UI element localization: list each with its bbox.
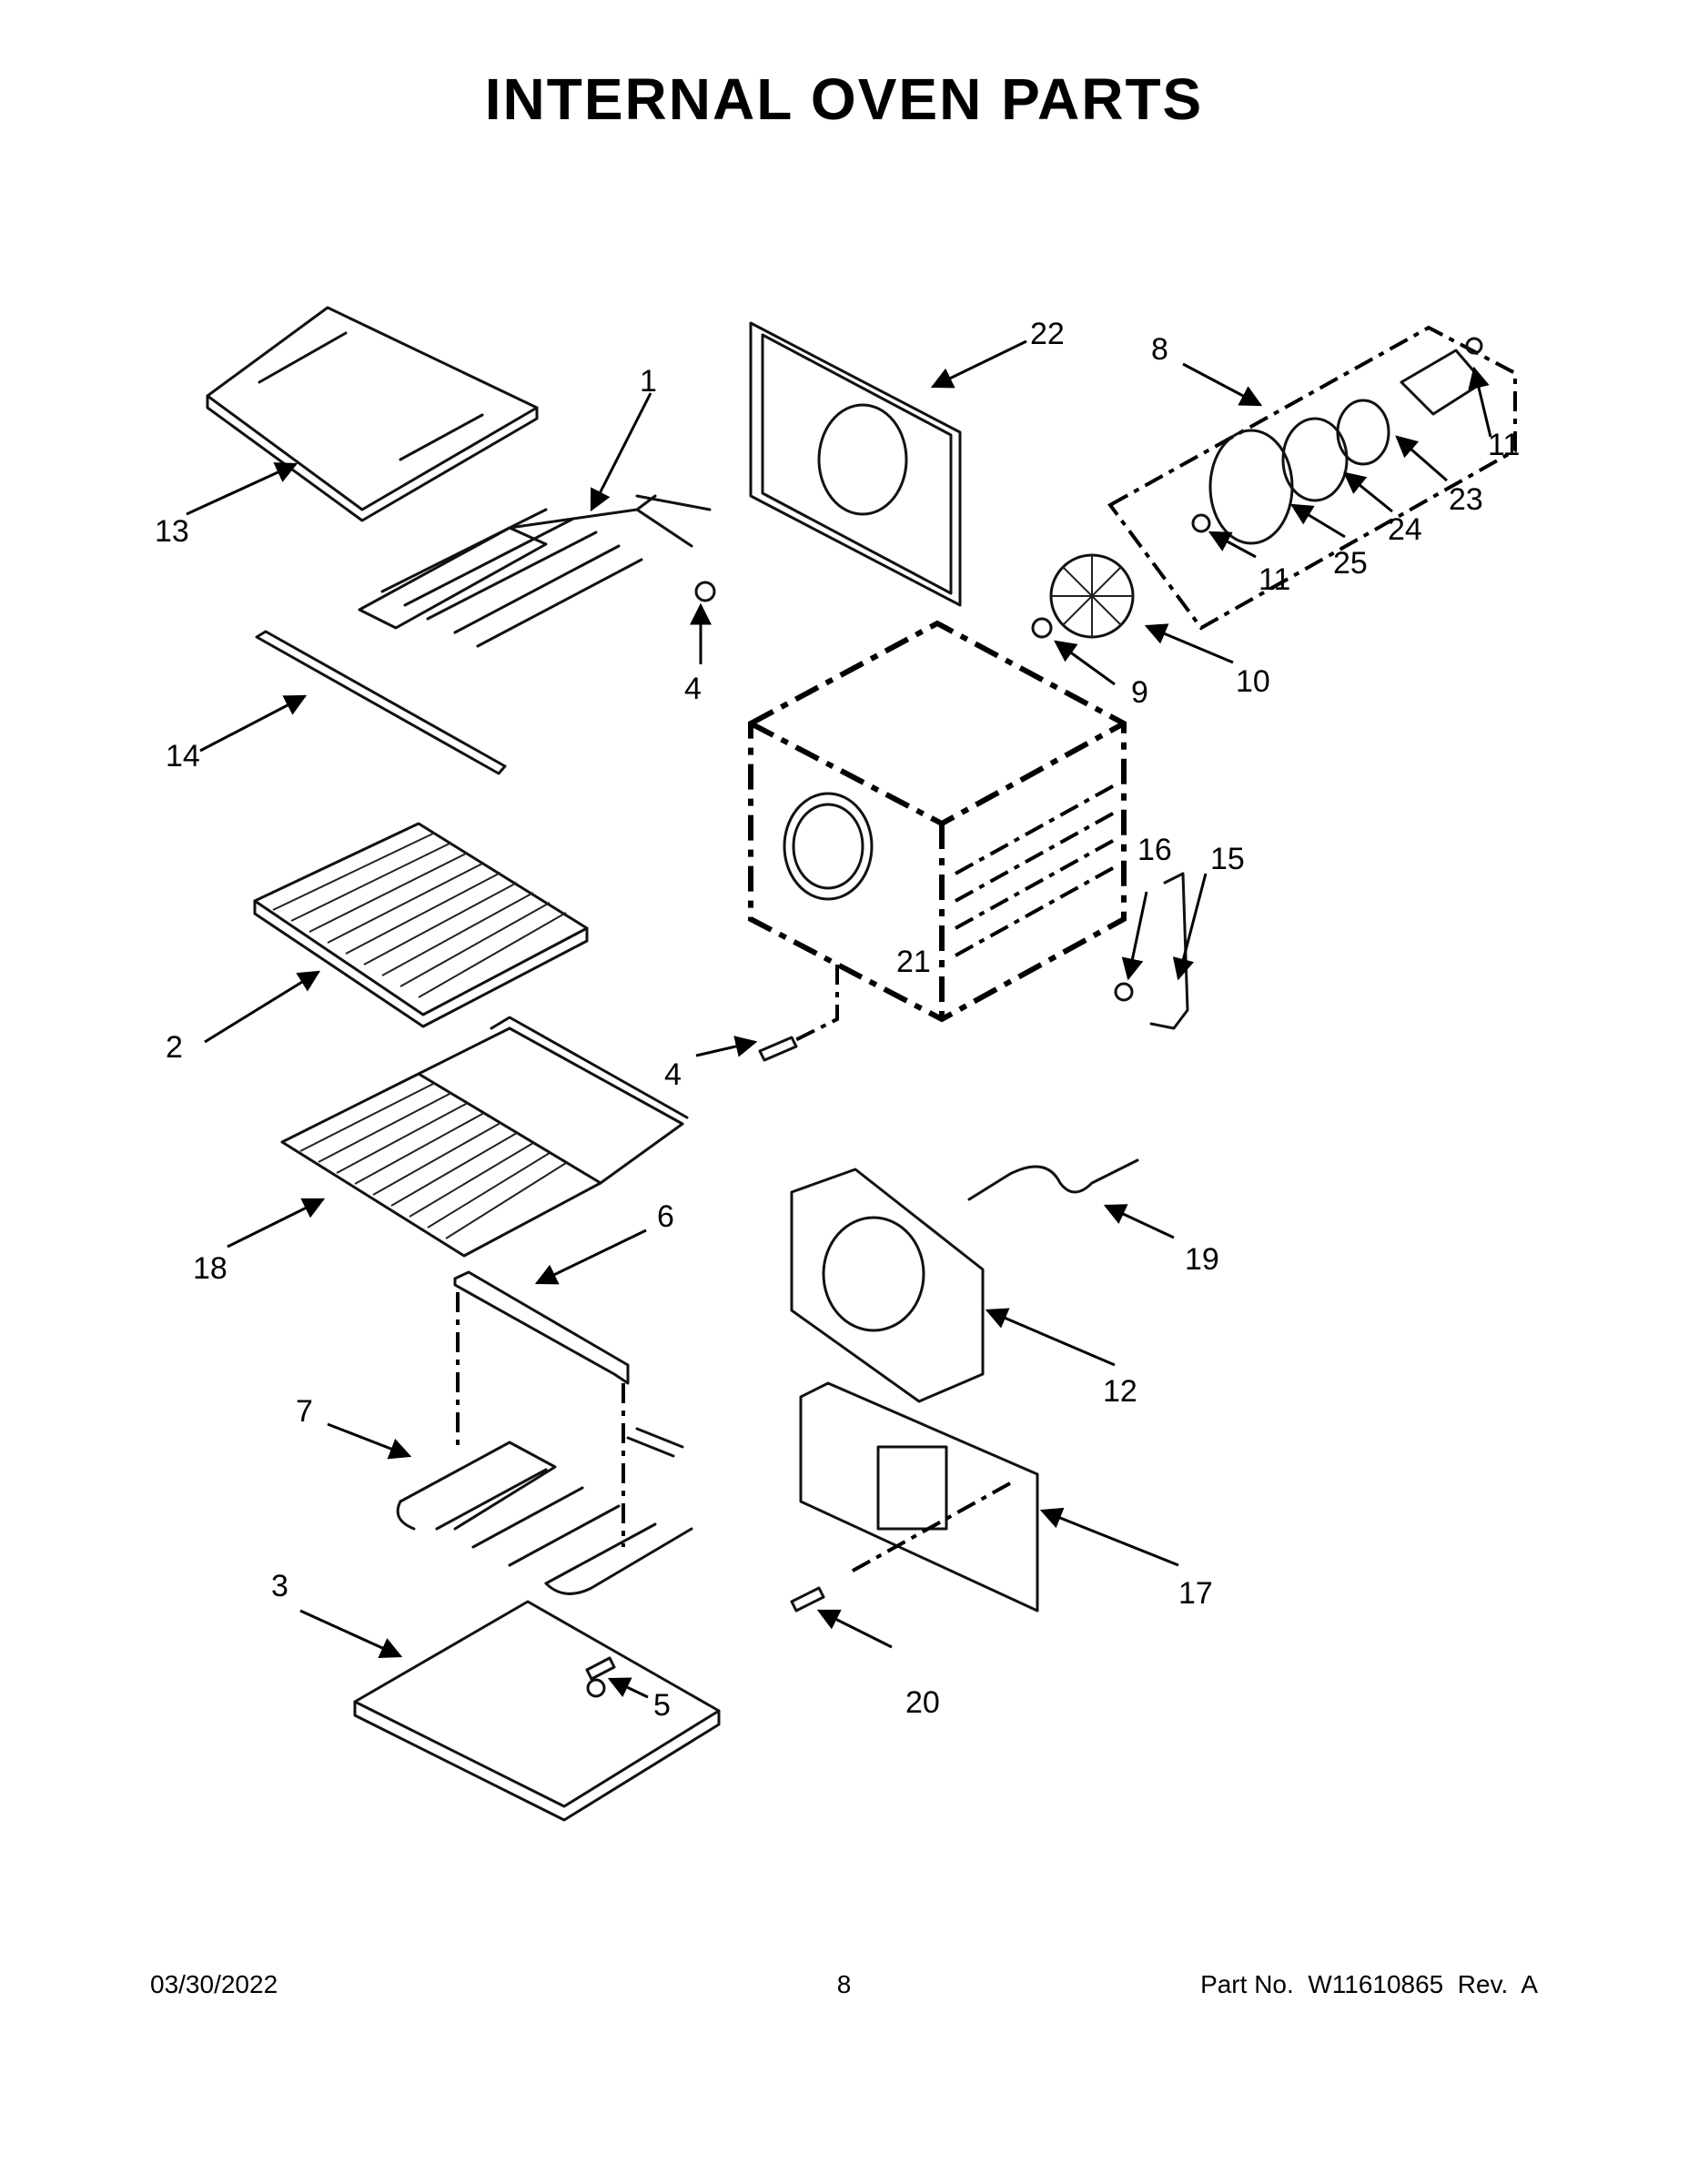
callout-18: 18 <box>193 1251 227 1286</box>
footer-page-number: 8 <box>836 1970 852 1998</box>
callout-21: 21 <box>896 945 931 979</box>
callout-7: 7 <box>296 1394 313 1429</box>
part-15-sensor <box>1149 872 1189 1030</box>
callouts: 1 2 3 4 4 5 6 7 8 9 10 11 11 12 13 14 15… <box>155 317 1520 1723</box>
part-14-bracket <box>255 630 507 775</box>
footer-part-number: Part No. W11610865 Rev. A <box>1200 1970 1538 1998</box>
part-21-fan-shroud <box>783 792 874 901</box>
callout-3: 3 <box>271 1569 288 1603</box>
callout-11-right: 11 <box>1488 428 1520 462</box>
part-18-rack-slides <box>280 1016 689 1258</box>
page-title: INTERNAL OVEN PARTS <box>484 66 1204 132</box>
callout-24: 24 <box>1388 512 1422 547</box>
callout-19: 19 <box>1185 1242 1219 1277</box>
callout-22: 22 <box>1030 317 1065 351</box>
callout-13: 13 <box>155 514 189 549</box>
callout-12: 12 <box>1103 1374 1137 1409</box>
callout-15: 15 <box>1210 842 1245 876</box>
callout-9: 9 <box>1131 675 1148 710</box>
part-10-fan-blade <box>1049 553 1135 639</box>
callout-17: 17 <box>1178 1576 1213 1611</box>
oven-cavity-outline <box>748 620 1127 1023</box>
callout-4-upper: 4 <box>684 672 702 706</box>
part-9-nut <box>1031 617 1053 639</box>
part-4-screw-lower <box>758 965 839 1062</box>
part-5-screw <box>585 1656 616 1681</box>
footer-date: 03/30/2022 <box>150 1970 278 1998</box>
part-7-bake-element <box>396 1427 693 1595</box>
callout-10: 10 <box>1236 664 1270 699</box>
callout-16: 16 <box>1137 833 1172 867</box>
part-1-broil-element <box>358 494 716 648</box>
callout-20: 20 <box>905 1685 940 1720</box>
callout-5: 5 <box>653 1688 671 1723</box>
part-22-window-panel <box>749 321 962 607</box>
callout-25: 25 <box>1333 546 1368 581</box>
part-6-shield <box>453 1270 630 1547</box>
callout-1: 1 <box>640 364 657 399</box>
callout-11-left: 11 <box>1258 562 1290 597</box>
part-13-cover-plate <box>206 306 539 522</box>
callout-8: 8 <box>1151 332 1168 367</box>
leader-lines <box>186 339 1492 1699</box>
part-12-rear-fan-panel <box>790 1168 985 1403</box>
callout-4-lower: 4 <box>664 1057 682 1092</box>
part-17-rear-panel <box>799 1381 1039 1613</box>
callout-23: 23 <box>1449 482 1483 517</box>
part-19-probe <box>967 1158 1139 1201</box>
part-2-oven-rack <box>253 822 589 1028</box>
part-3-bottom-panel <box>353 1600 721 1822</box>
part-20-screw <box>790 1586 825 1613</box>
callout-14: 14 <box>166 739 200 774</box>
callout-6: 6 <box>657 1199 674 1234</box>
part-8-convection-fan-assembly <box>1107 325 1517 631</box>
callout-2: 2 <box>166 1030 183 1065</box>
part-16-nut <box>1114 982 1134 1002</box>
